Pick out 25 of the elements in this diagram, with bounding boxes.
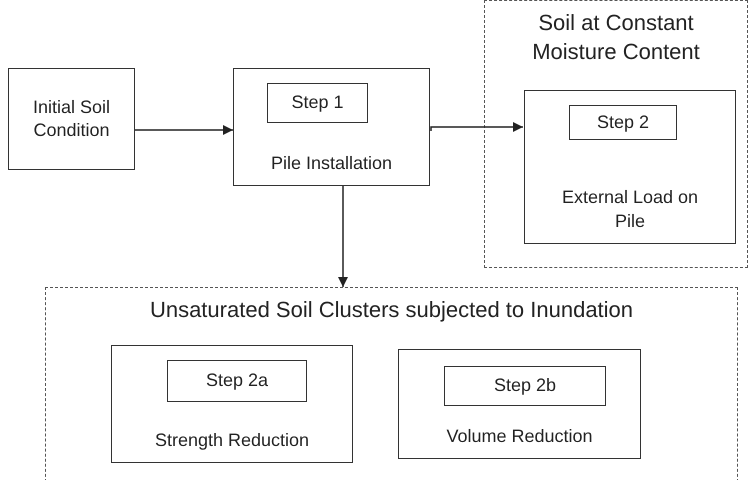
box-label: Step 2 xyxy=(596,110,650,134)
group-title: Soil at Constant Moisture Content xyxy=(531,9,701,66)
box-label: Step 2a xyxy=(206,369,268,392)
box-label: Step 2b xyxy=(494,374,556,398)
process-box xyxy=(8,68,135,170)
box-label: Pile Installation xyxy=(270,152,392,175)
box-label: Volume Reduction xyxy=(446,424,593,448)
arrow xyxy=(338,186,348,287)
process-box xyxy=(444,366,606,406)
process-box xyxy=(569,105,677,140)
dashed-group-box xyxy=(45,287,738,480)
group-title: Unsaturated Soil Clusters subjected to Inundation xyxy=(150,296,634,324)
process-box xyxy=(233,68,430,186)
box-label: Initial Soil Condition xyxy=(32,96,112,142)
dashed-group-box xyxy=(484,0,748,268)
box-label: External Load on Pile xyxy=(560,186,700,233)
box-label: Step 1 xyxy=(291,91,344,114)
box-label: Strength Reduction xyxy=(154,428,310,452)
process-box xyxy=(167,360,307,402)
process-box xyxy=(267,83,368,123)
arrow xyxy=(430,122,523,132)
arrow xyxy=(135,125,233,135)
process-box xyxy=(524,90,736,244)
process-box xyxy=(398,349,641,459)
process-box xyxy=(111,345,353,463)
